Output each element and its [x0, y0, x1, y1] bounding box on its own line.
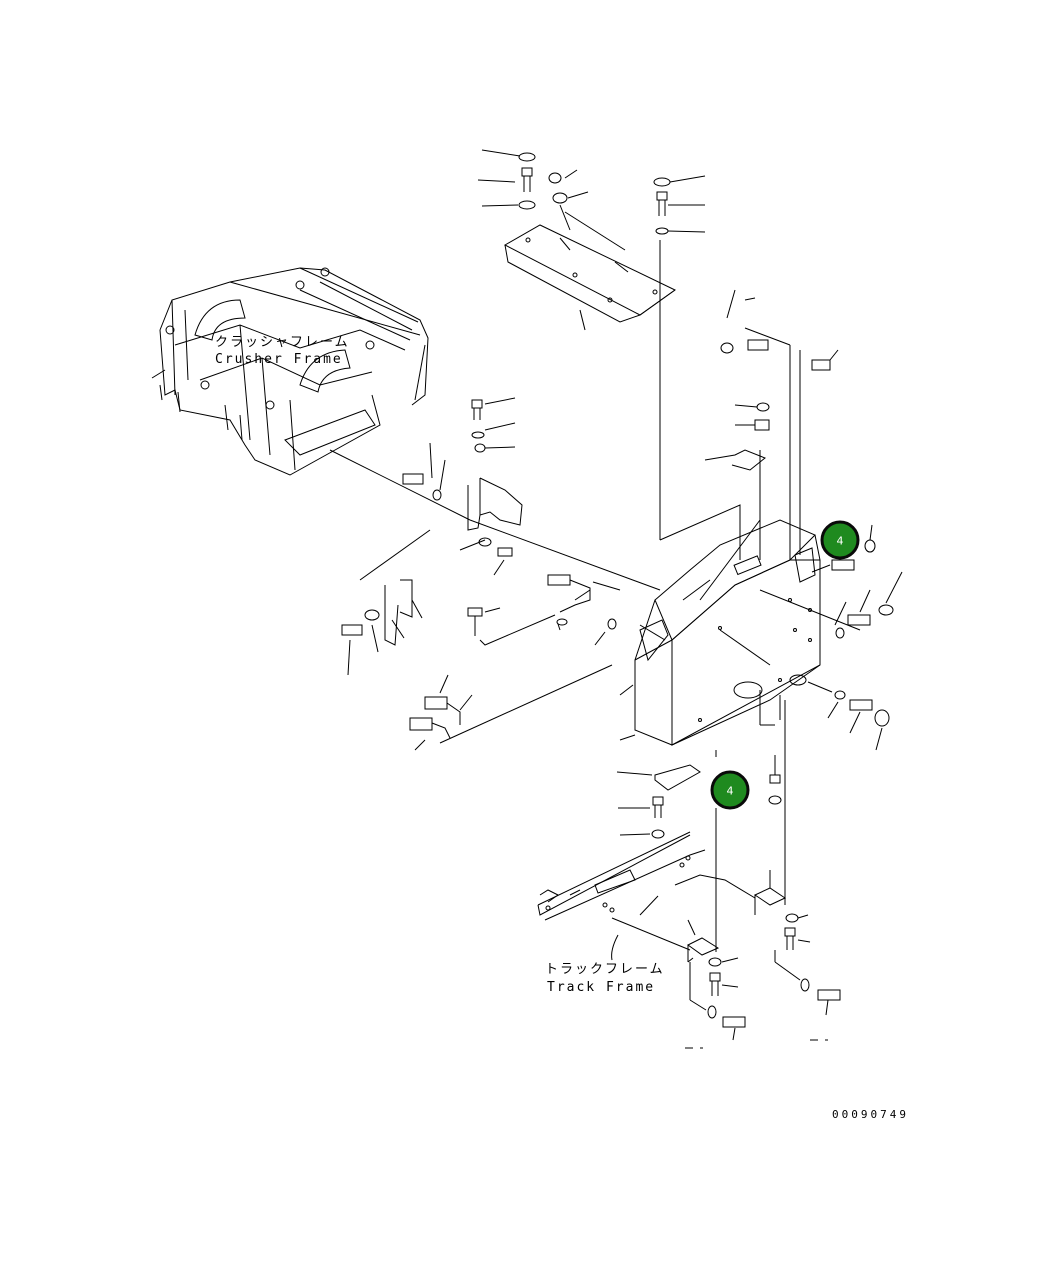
center-brackets — [342, 398, 620, 750]
callout-4-upper[interactable]: 4 — [820, 520, 860, 560]
main-housing — [620, 450, 860, 745]
callout-4-upper-number: 4 — [837, 535, 844, 548]
callout-4-lower-number: 4 — [727, 785, 734, 798]
top-cover-plate — [505, 225, 675, 330]
track-frame-label-en: Track Frame — [547, 980, 655, 995]
callout-4-lower[interactable]: 4 — [710, 770, 750, 810]
track-frame-label-jp: トラックフレーム — [545, 962, 665, 977]
crusher-frame-label-en: Crusher Frame — [215, 352, 343, 367]
drawing-number: 00090749 — [832, 1108, 909, 1121]
right-fasteners — [721, 290, 902, 750]
lower-cover — [617, 690, 785, 952]
crusher-frame — [152, 268, 428, 475]
top-fasteners — [478, 150, 740, 560]
track-frame — [538, 832, 840, 1048]
crusher-frame-label-jp: クラッシャフレーム — [215, 335, 350, 350]
crusher-leader-lines — [330, 450, 660, 590]
